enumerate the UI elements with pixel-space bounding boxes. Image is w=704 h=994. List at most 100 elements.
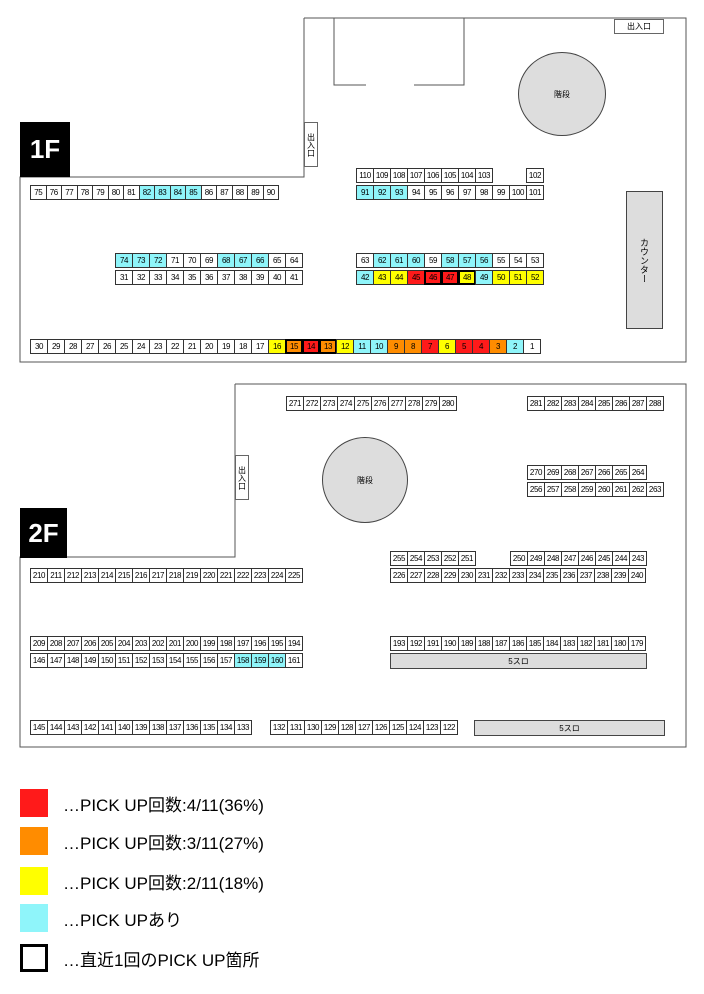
machine-148: 148 (64, 653, 82, 668)
machine-246: 246 (578, 551, 596, 566)
machine-264: 264 (629, 465, 647, 480)
legend-text: …直近1回のPICK UP箇所 (63, 950, 260, 970)
machine-85: 85 (185, 185, 202, 200)
machine-147: 147 (47, 653, 65, 668)
machine-251: 251 (458, 551, 476, 566)
machine-18: 18 (234, 339, 252, 354)
machine-217: 217 (149, 568, 167, 583)
machine-183: 183 (560, 636, 578, 651)
machine-29: 29 (47, 339, 65, 354)
machine-235: 235 (543, 568, 561, 583)
machine-266: 266 (595, 465, 613, 480)
machine-191: 191 (424, 636, 442, 651)
legend-swatch-red (20, 789, 48, 817)
machine-145: 145 (30, 720, 48, 735)
machine-127: 127 (355, 720, 373, 735)
machine-98: 98 (475, 185, 493, 200)
legend-swatch-orange (20, 827, 48, 855)
machine-212: 212 (64, 568, 82, 583)
machine-267: 267 (578, 465, 596, 480)
machine-181: 181 (594, 636, 612, 651)
machine-100: 100 (509, 185, 527, 200)
machine-277: 277 (388, 396, 406, 411)
machine-38: 38 (234, 270, 252, 285)
machine-46: 46 (424, 270, 442, 285)
floor-1-badge: 1F (20, 122, 70, 177)
machine-14: 14 (302, 339, 320, 354)
machine-5: 5 (455, 339, 473, 354)
machine-218: 218 (166, 568, 184, 583)
machine-89: 89 (247, 185, 264, 200)
machine-262: 262 (629, 482, 647, 497)
machine-67: 67 (234, 253, 252, 268)
machine-124: 124 (406, 720, 424, 735)
machine-101: 101 (526, 185, 544, 200)
machine-195: 195 (268, 636, 286, 651)
machine-2: 2 (506, 339, 524, 354)
machine-199: 199 (200, 636, 218, 651)
machine-71: 71 (166, 253, 184, 268)
machine-285: 285 (595, 396, 613, 411)
machine-65: 65 (268, 253, 286, 268)
stairs-2f-label: 階段 (357, 475, 373, 485)
machine-56: 56 (475, 253, 493, 268)
machine-7: 7 (421, 339, 439, 354)
machine-12: 12 (336, 339, 354, 354)
machine-231: 231 (475, 568, 493, 583)
machine-271: 271 (286, 396, 304, 411)
machine-247: 247 (561, 551, 579, 566)
machine-265: 265 (612, 465, 630, 480)
legend-item-yellow: …PICK UP回数:2/11(18%) (20, 866, 264, 896)
machine-255: 255 (390, 551, 408, 566)
machine-257: 257 (544, 482, 562, 497)
machine-249: 249 (527, 551, 545, 566)
machine-161: 161 (285, 653, 303, 668)
machine-53: 53 (526, 253, 544, 268)
machine-110: 110 (356, 168, 374, 183)
machine-104: 104 (458, 168, 476, 183)
machine-44: 44 (390, 270, 408, 285)
machine-250: 250 (510, 551, 528, 566)
machine-276: 276 (371, 396, 389, 411)
machine-69: 69 (200, 253, 218, 268)
machine-261: 261 (612, 482, 630, 497)
machine-73: 73 (132, 253, 150, 268)
stairs-1f: 階段 (518, 52, 606, 136)
machine-133: 133 (234, 720, 252, 735)
machine-204: 204 (115, 636, 133, 651)
stairs-2f: 階段 (322, 437, 408, 523)
machine-189: 189 (458, 636, 476, 651)
machine-36: 36 (200, 270, 218, 285)
machine-22: 22 (166, 339, 184, 354)
machine-84: 84 (169, 185, 186, 200)
machine-92: 92 (373, 185, 391, 200)
machine-132: 132 (270, 720, 288, 735)
machine-232: 232 (492, 568, 510, 583)
machine-245: 245 (595, 551, 613, 566)
machine-230: 230 (458, 568, 476, 583)
machine-8: 8 (404, 339, 422, 354)
machine-200: 200 (183, 636, 201, 651)
machine-99: 99 (492, 185, 510, 200)
machine-139: 139 (132, 720, 150, 735)
machine-59: 59 (424, 253, 442, 268)
machine-252: 252 (441, 551, 459, 566)
machine-28: 28 (64, 339, 82, 354)
machine-16: 16 (268, 339, 286, 354)
machine-34: 34 (166, 270, 184, 285)
machine-9: 9 (387, 339, 405, 354)
counter-label: カウンター (639, 237, 649, 283)
machine-60: 60 (407, 253, 425, 268)
machine-154: 154 (166, 653, 184, 668)
machine-138: 138 (149, 720, 167, 735)
machine-58: 58 (441, 253, 459, 268)
machine-19: 19 (217, 339, 235, 354)
stairs-1f-label: 階段 (554, 89, 570, 99)
machine-280: 280 (439, 396, 457, 411)
machine-27: 27 (81, 339, 99, 354)
machine-207: 207 (64, 636, 82, 651)
machine-248: 248 (544, 551, 562, 566)
machine-215: 215 (115, 568, 133, 583)
machine-196: 196 (251, 636, 269, 651)
machine-239: 239 (611, 568, 629, 583)
